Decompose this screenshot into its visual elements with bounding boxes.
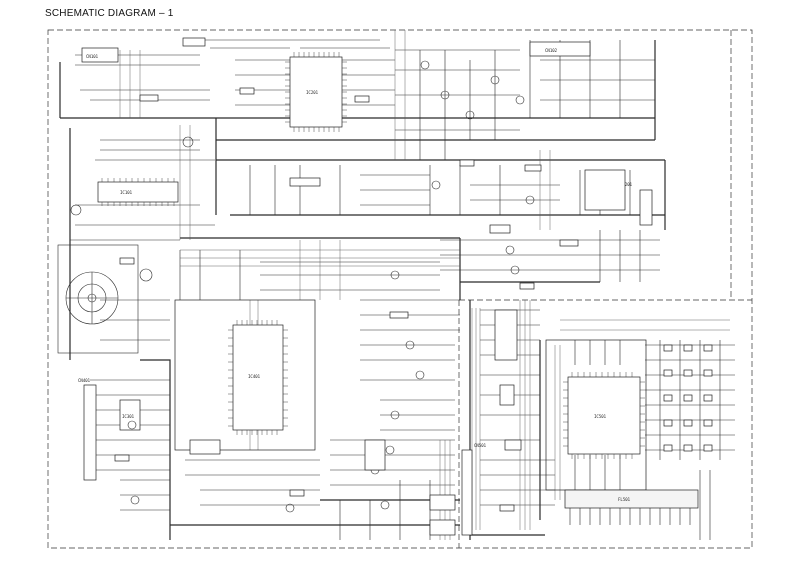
passive-components: [114, 37, 626, 536]
connector-top-right: CN102: [529, 41, 591, 57]
connector-right: CN201: [620, 182, 653, 226]
connector-label: CN101: [86, 54, 99, 59]
ic-left-pll: IC301: [119, 299, 316, 451]
page-title: SCHEMATIC DIAGRAM – 1: [45, 8, 174, 19]
fl-display-panel: FL501: [564, 489, 699, 525]
connector-left: CN401: [78, 378, 97, 481]
connector-top-left: CN101: [81, 47, 119, 63]
outer-frame: [47, 29, 753, 549]
ic-label: IC101: [120, 190, 133, 195]
connector-label: CN501: [474, 443, 487, 448]
connector-bottom: CN501: [461, 443, 487, 536]
ic-top-center: IC201: [285, 52, 347, 132]
fl-label: FL501: [618, 497, 631, 502]
diode-matrix: [663, 344, 713, 452]
motor-deck-circle: [57, 244, 153, 354]
connector-label: CN102: [545, 48, 558, 53]
ic-system-controller: IC401: [228, 320, 288, 435]
bus-traces: [84, 30, 730, 540]
ic-display-driver: IC501: [545, 339, 647, 491]
transistor-cluster-top: [70, 60, 535, 280]
ic-label: IC401: [248, 374, 261, 379]
ic-label: IC201: [306, 90, 319, 95]
ic-label: IC301: [122, 414, 135, 419]
main-wiring: [59, 40, 666, 540]
connector-label: CN201: [620, 182, 633, 187]
ic-label: IC501: [594, 414, 607, 419]
ic-tuner-controller: IC101: [97, 178, 179, 206]
transistor-cluster-bottom: [127, 340, 425, 513]
connector-label: CN401: [78, 378, 91, 383]
